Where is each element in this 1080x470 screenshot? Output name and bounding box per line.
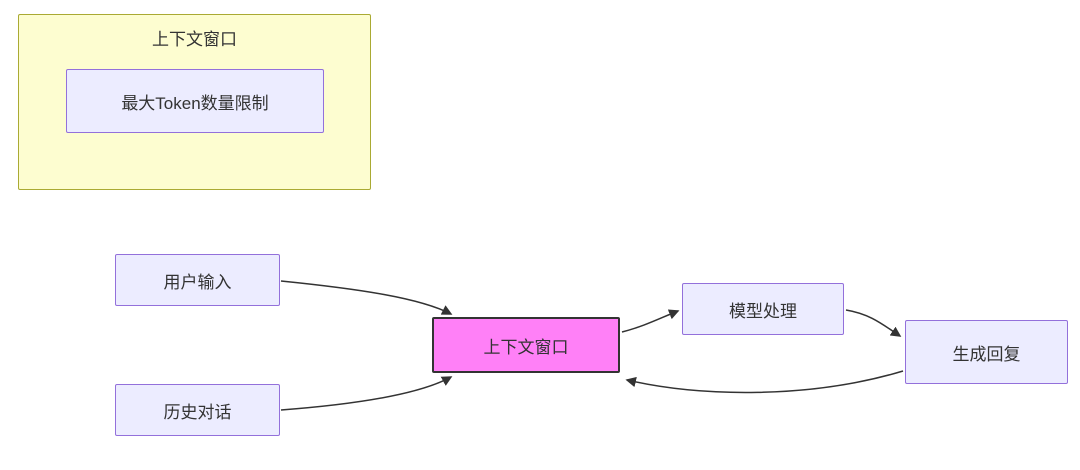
subgraph-context-window: 上下文窗口 最大Token数量限制 [18, 14, 371, 190]
edge-model-to-reply [845, 309, 902, 337]
node-context-window: 上下文窗口 [432, 317, 620, 373]
edge-context-to-model [621, 309, 680, 333]
node-max-token-limit: 最大Token数量限制 [66, 69, 324, 133]
subgraph-title: 上下文窗口 [152, 30, 237, 49]
node-generate-reply: 生成回复 [905, 320, 1068, 384]
node-history-dialogue: 历史对话 [115, 384, 280, 436]
node-user-input: 用户输入 [115, 254, 280, 306]
edge-user-input-to-context [280, 280, 453, 315]
edge-reply-to-context [625, 370, 904, 394]
edge-history-to-context [280, 376, 453, 411]
node-model-processing: 模型处理 [682, 283, 844, 335]
